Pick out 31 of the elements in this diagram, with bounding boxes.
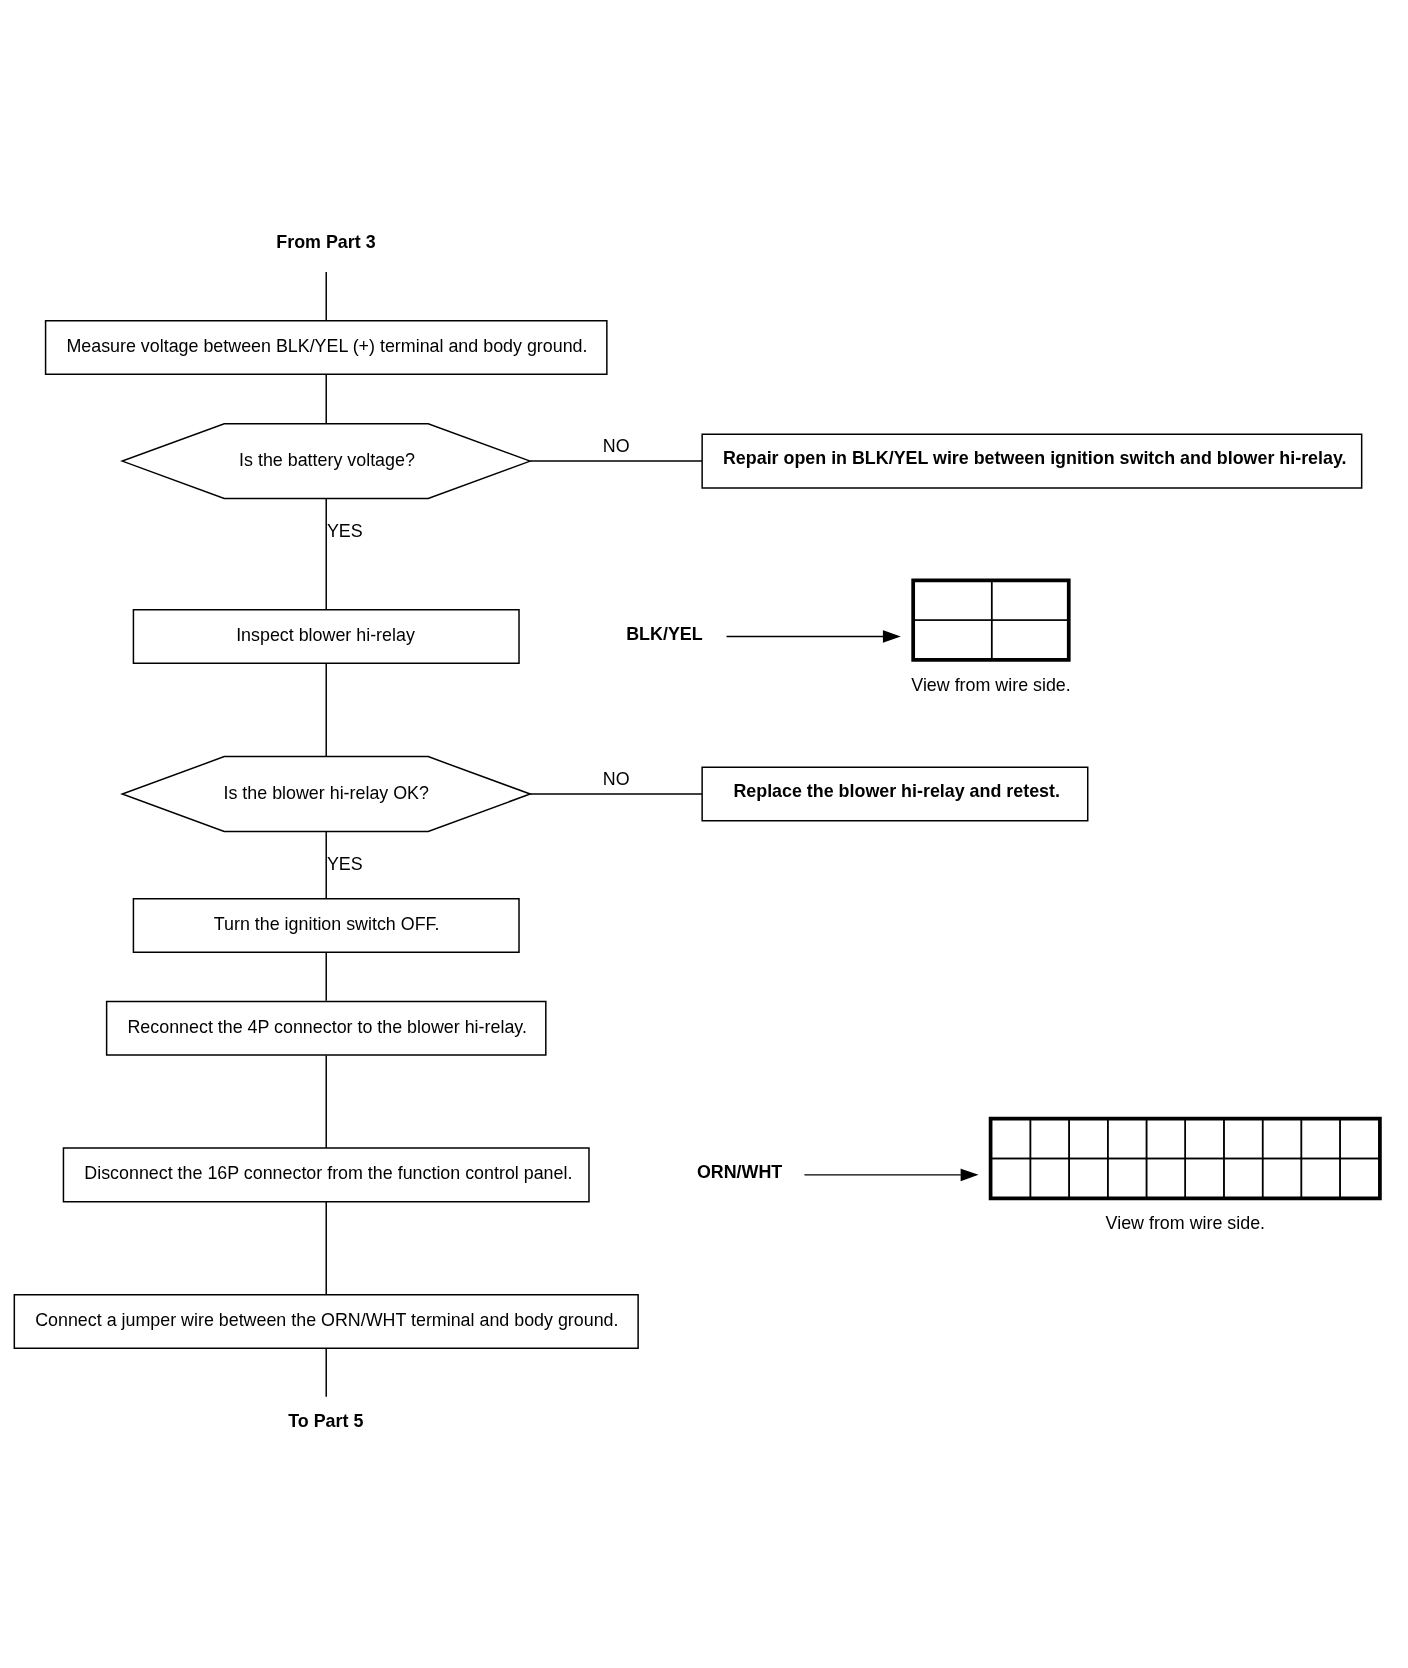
edge-label: YES <box>326 853 363 874</box>
connector <box>325 373 327 424</box>
node-label: View from wire side. <box>911 674 1071 695</box>
node-text: BLK/YEL <box>626 623 703 644</box>
connector <box>325 497 327 610</box>
node-box: Replace the blower hi-relay and retest. <box>701 766 1089 822</box>
node-box: Repair open in BLK/YEL wire between ignition switch and blower hi-relay. <box>701 433 1363 489</box>
connector <box>325 1054 327 1149</box>
node-box: Turn the ignition switch OFF. <box>132 897 520 953</box>
edge-label: NO <box>602 435 630 456</box>
node-box: Reconnect the 4P connector to the blower hi-relay. <box>105 1000 547 1056</box>
connector <box>325 662 327 757</box>
node-box: Disconnect the 16P connector from the function control panel. <box>62 1146 590 1202</box>
node-text: To Part 5 <box>288 1410 364 1431</box>
node-label: View from wire side. <box>1105 1212 1266 1233</box>
connector <box>325 270 327 321</box>
connector <box>325 830 327 899</box>
node-box: Connect a jumper wire between the ORN/WHT terminal and body ground. <box>13 1293 639 1349</box>
connector <box>529 459 703 462</box>
arrow <box>803 1168 979 1181</box>
connector <box>325 951 327 1002</box>
edge-label: YES <box>326 520 363 541</box>
node-text: ORN/WHT <box>696 1161 783 1182</box>
connector <box>325 1347 327 1398</box>
connector <box>529 792 703 795</box>
node-text: From Part 3 <box>276 231 376 252</box>
edge-label: NO <box>602 768 630 788</box>
node-box: Measure voltage between BLK/YEL (+) terminal and body ground. <box>44 319 608 375</box>
node-box: Inspect blower hi-relay <box>132 608 520 664</box>
connector <box>325 1200 327 1295</box>
arrow <box>725 629 901 643</box>
